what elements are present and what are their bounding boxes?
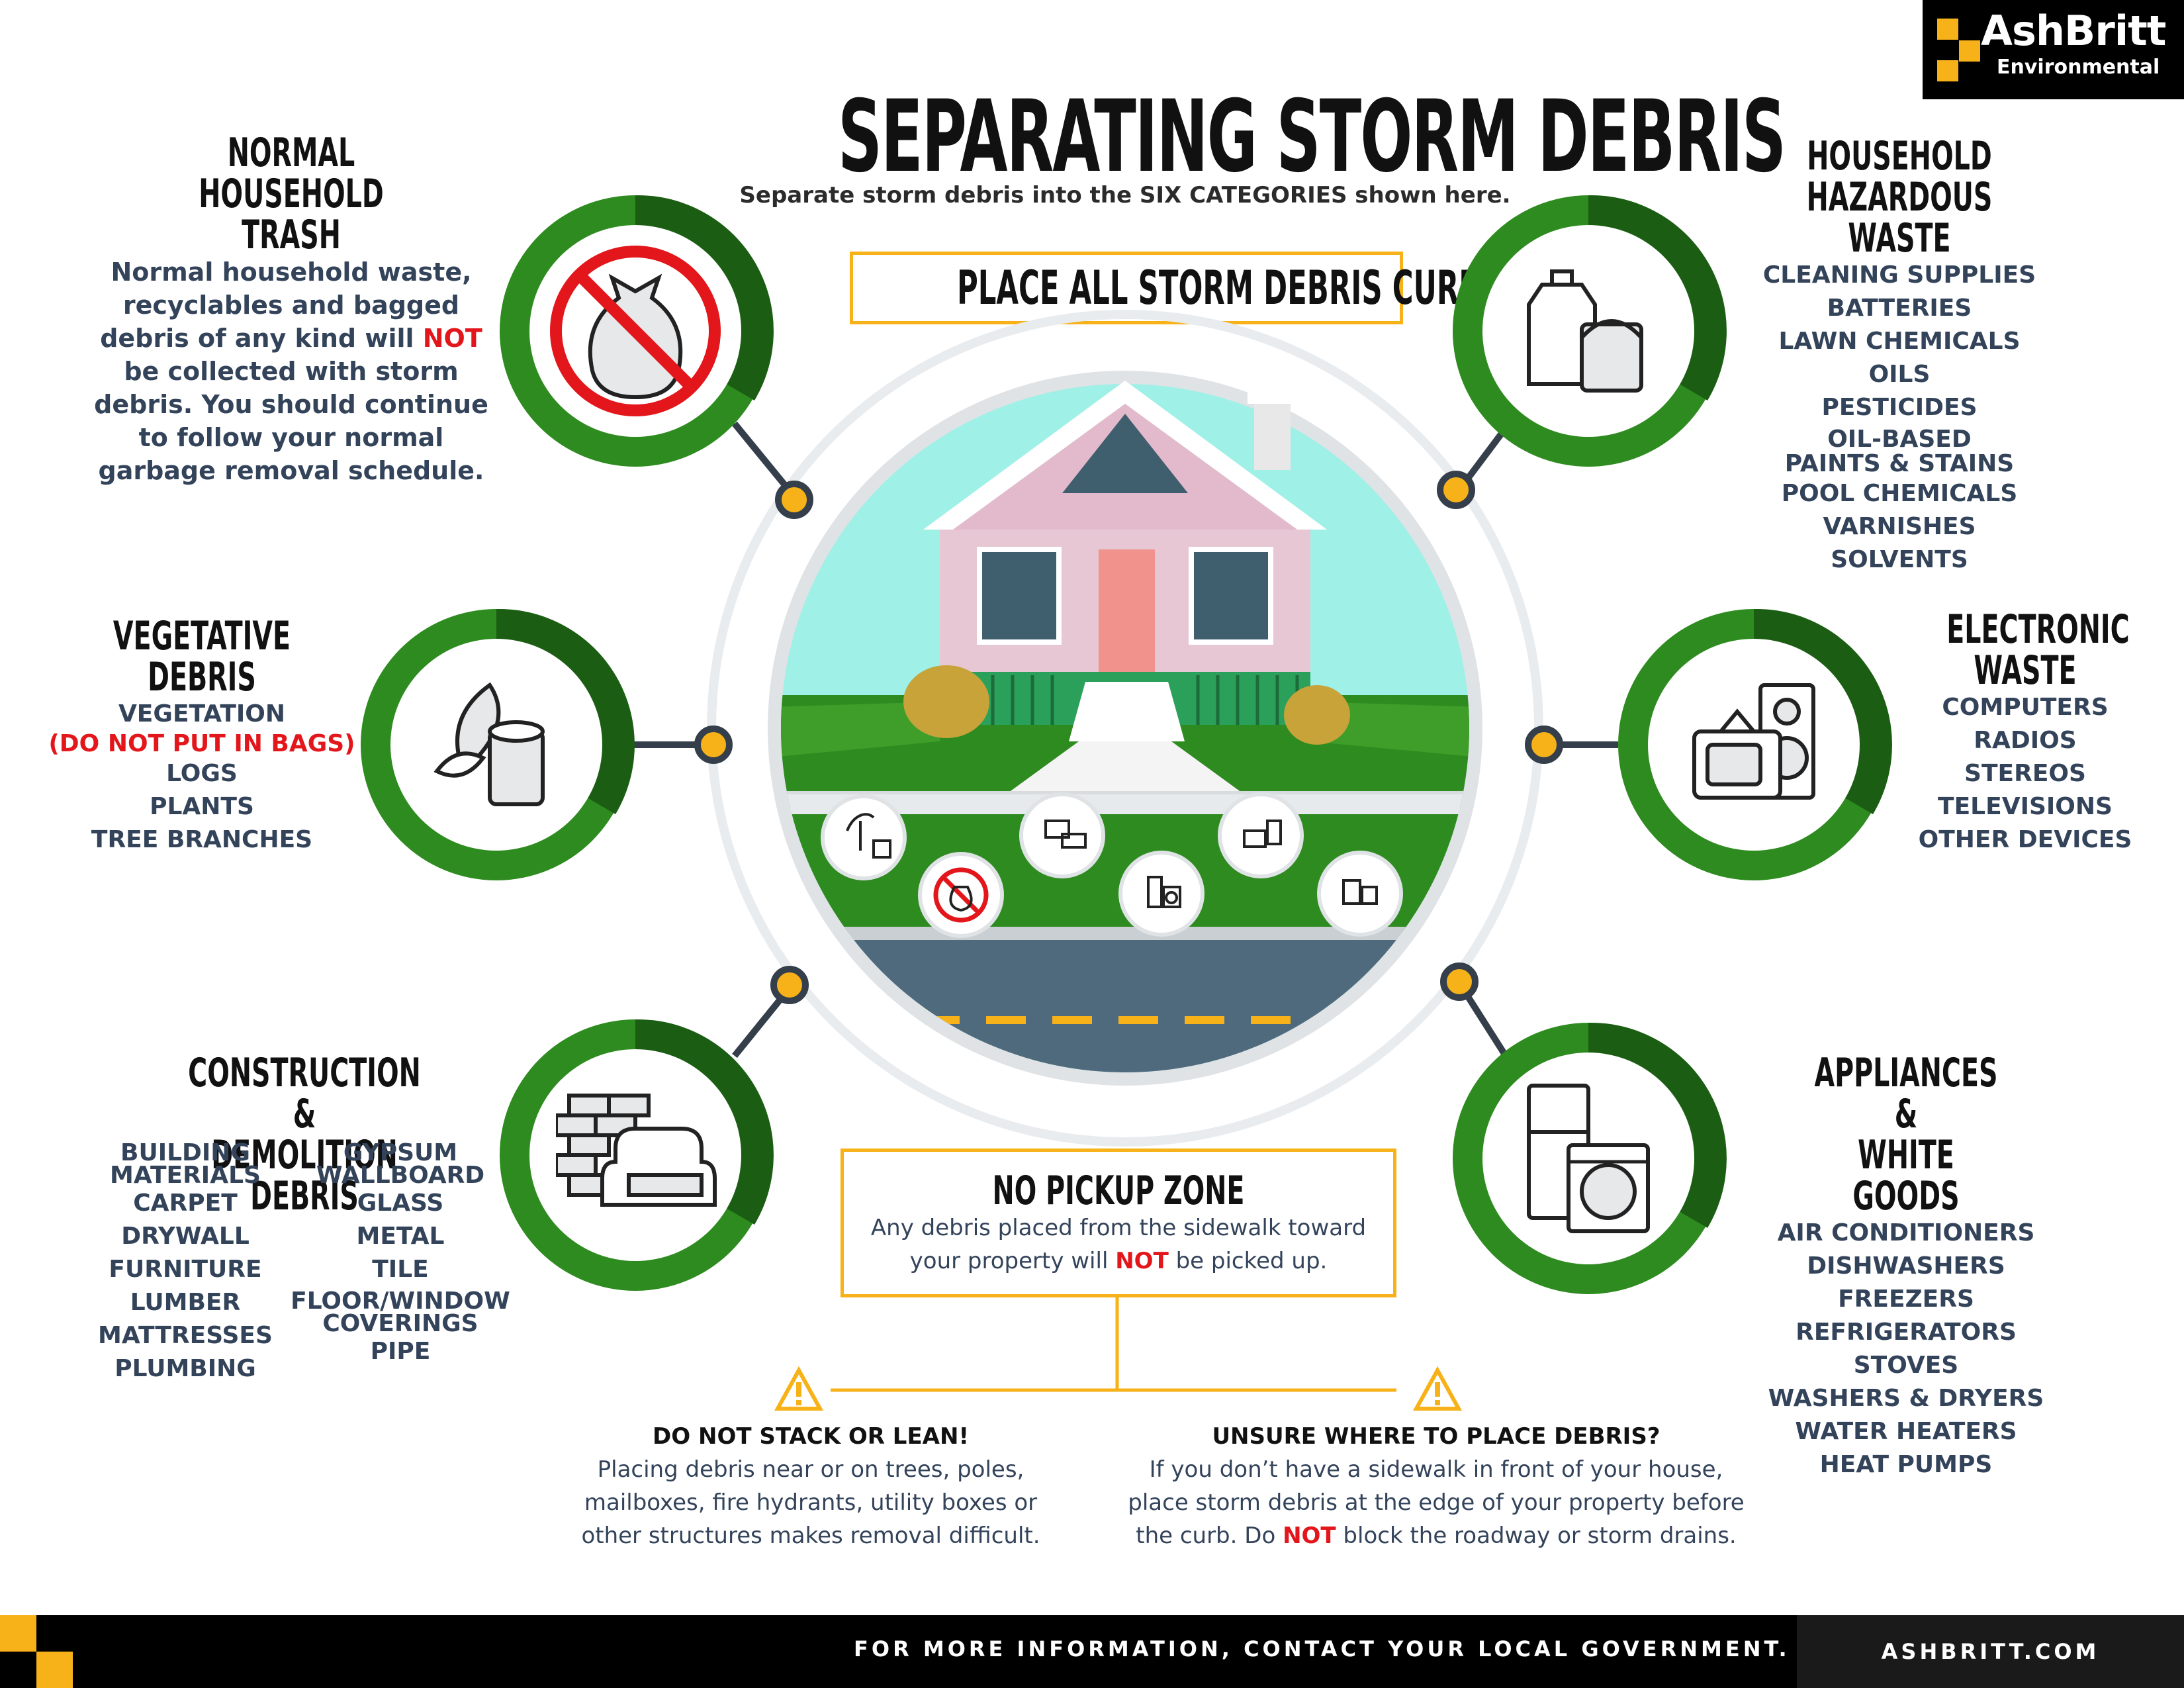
appliances-list: AIR CONDITIONERS DISHWASHERS FREEZERS RE… xyxy=(1747,1217,2065,1481)
trash-heading-1: NORMAL xyxy=(227,130,355,176)
logo-mark-icon xyxy=(1937,19,1980,81)
list-item: MATERIALS xyxy=(110,1162,261,1189)
no-pickup-box: NO PICKUP ZONE Any debris placed from th… xyxy=(841,1149,1396,1297)
list-item: OILS xyxy=(1868,361,1931,388)
stack-line-2: mailboxes, fire hydrants, utility boxes … xyxy=(584,1489,1038,1516)
list-item: STEREOS xyxy=(1964,760,2086,787)
list-item: LOGS xyxy=(166,760,238,787)
list-item: LUMBER xyxy=(130,1289,241,1316)
list-item: (DO NOT PUT IN BAGS) xyxy=(48,730,355,757)
list-item: CLEANING SUPPLIES xyxy=(1762,261,2036,289)
leaf-log-icon xyxy=(433,682,545,806)
list-item: PESTICIDES xyxy=(1821,394,1978,421)
bricks-couch-icon xyxy=(556,1094,717,1207)
list-item: FLOOR/WINDOW xyxy=(291,1288,510,1315)
stack-line-1: Placing debris near or on trees, poles, xyxy=(597,1456,1024,1483)
list-item: PLUMBING xyxy=(114,1355,256,1382)
list-item: REFRIGERATORS xyxy=(1796,1319,2017,1346)
list-item: LAWN CHEMICALS xyxy=(1778,328,2021,355)
footer-bar: FOR MORE INFORMATION, CONTACT YOUR LOCAL… xyxy=(0,1615,2184,1688)
list-item: CARPET xyxy=(133,1190,238,1217)
no-pickup-line-2: your property will NOT be picked up. xyxy=(909,1248,1328,1274)
unsure-line-1: If you don’t have a sidewalk in front of… xyxy=(1149,1456,1723,1483)
list-item: TREE BRANCHES xyxy=(91,826,313,853)
vegetative-heading-2: DEBRIS xyxy=(148,654,256,700)
footer-text: FOR MORE INFORMATION, CONTACT YOUR LOCAL… xyxy=(854,1636,1790,1662)
list-item: TELEVISIONS xyxy=(1938,793,2113,820)
footer-site-box: ASHBRITT.COM xyxy=(1797,1615,2184,1688)
trash-desc-4: be collected with storm xyxy=(124,357,459,386)
stack-line-3: other structures makes removal difficult… xyxy=(581,1523,1040,1549)
hazardous-heading-1: HOUSEHOLD xyxy=(1807,133,1992,179)
trash-desc-5: debris. You should continue xyxy=(94,390,488,419)
fridge-washer-icon xyxy=(1527,1084,1650,1233)
page-subtitle: Separate storm debris into the SIX CATEG… xyxy=(739,182,1511,209)
list-item: GYPSUM xyxy=(343,1139,458,1166)
list-item: FURNITURE xyxy=(109,1256,262,1283)
construction-heading-2: DEMOLITION DEBRIS xyxy=(211,1132,398,1219)
appliances-heading-1: APPLIANCES & xyxy=(1814,1050,1998,1137)
logo-sub: Environmental xyxy=(1997,56,2160,79)
electronic-heading-2: WASTE xyxy=(1974,647,2077,694)
list-item: POOL CHEMICALS xyxy=(1781,480,2018,507)
list-item: BUILDING xyxy=(120,1139,250,1166)
unsure-line-2: place storm debris at the edge of your p… xyxy=(1128,1489,1745,1516)
unsure-heading: UNSURE WHERE TO PLACE DEBRIS? xyxy=(1212,1423,1661,1450)
list-item: AIR CONDITIONERS xyxy=(1777,1219,2035,1246)
hazardous-list: CLEANING SUPPLIES BATTERIES LAWN CHEMICA… xyxy=(1721,259,2078,577)
no-pickup-heading: NO PICKUP ZONE xyxy=(992,1168,1245,1214)
logo-name: AshBritt xyxy=(1981,7,2166,55)
trash-desc-7: garbage removal schedule. xyxy=(98,456,484,485)
list-item: STOVES xyxy=(1853,1352,1959,1379)
trash-desc-1: Normal household waste, xyxy=(111,258,472,287)
list-item: COVERINGS xyxy=(322,1310,478,1337)
electronic-heading-1: ELECTRONIC xyxy=(1946,606,2130,653)
trash-heading-2: HOUSEHOLD TRASH xyxy=(199,171,384,258)
no-trash-bag-icon xyxy=(550,246,721,416)
appliances-heading-2: WHITE GOODS xyxy=(1852,1132,1960,1219)
list-item: WASHERS & DRYERS xyxy=(1768,1385,2044,1412)
list-item: DRYWALL xyxy=(121,1223,250,1250)
brand-logo: AshBritt Environmental xyxy=(1923,0,2184,99)
list-item: OTHER DEVICES xyxy=(1918,826,2132,853)
list-item: RADIOS xyxy=(1974,727,2077,754)
list-item: COMPUTERS xyxy=(1942,694,2109,721)
trash-desc-2: recyclables and bagged xyxy=(122,291,460,320)
list-item: GLASS xyxy=(357,1190,444,1217)
list-item: PAINTS & STAINS xyxy=(1784,450,2015,477)
list-item: FREEZERS xyxy=(1838,1286,1974,1313)
stack-heading: DO NOT STACK OR LEAN! xyxy=(653,1423,969,1450)
list-item: SOLVENTS xyxy=(1831,546,1968,573)
list-item: BATTERIES xyxy=(1827,295,1972,322)
list-item: VEGETATION xyxy=(118,700,286,727)
list-item: DISHWASHERS xyxy=(1807,1252,2005,1280)
footer-site-link[interactable]: ASHBRITT.COM xyxy=(1881,1639,2100,1664)
list-item: WATER HEATERS xyxy=(1795,1418,2017,1445)
list-item: TILE xyxy=(372,1256,429,1283)
no-pickup-line-1: Any debris placed from the sidewalk towa… xyxy=(870,1215,1367,1241)
construction-col-2: GYPSUM WALLBOARD GLASS METAL TILE FLOOR/… xyxy=(285,1139,516,1368)
electronic-list: COMPUTERS RADIOS STEREOS TELEVISIONS OTH… xyxy=(1906,691,2144,857)
list-item: MATTRESSES xyxy=(98,1322,273,1349)
list-item: METAL xyxy=(356,1223,445,1250)
list-item: PLANTS xyxy=(150,793,254,820)
list-item: PIPE xyxy=(370,1338,431,1365)
list-item: HEAT PUMPS xyxy=(1819,1451,1993,1478)
list-item: WALLBOARD xyxy=(316,1162,485,1189)
list-item: VARNISHES xyxy=(1823,513,1976,540)
footer-mark-icon xyxy=(0,1615,73,1688)
trash-desc-3: debris of any kind will NOT xyxy=(100,324,482,353)
construction-col-1: BUILDING MATERIALS CARPET DRYWALL FURNIT… xyxy=(93,1139,278,1385)
chemical-cans-icon xyxy=(1527,269,1643,393)
vegetative-list: VEGETATION (DO NOT PUT IN BAGS) LOGS PLA… xyxy=(26,698,377,857)
hazardous-heading-2: HAZARDOUS WASTE xyxy=(1806,174,1993,261)
tv-speaker-icon xyxy=(1692,683,1815,800)
unsure-line-3: the curb. Do NOT block the roadway or st… xyxy=(1136,1523,1737,1549)
list-item: OIL-BASED xyxy=(1827,426,1972,453)
trash-desc-6: to follow your normal xyxy=(138,423,444,452)
vegetative-heading-1: VEGETATIVE xyxy=(113,613,291,659)
construction-heading-1: CONSTRUCTION & xyxy=(188,1050,421,1137)
